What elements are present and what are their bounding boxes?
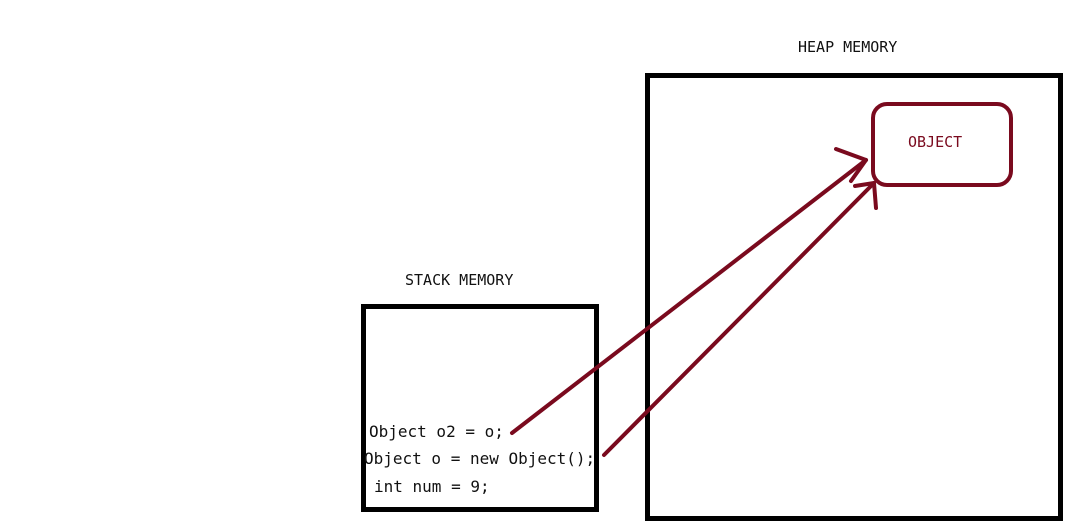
stack-code-line-o: Object o = new Object(); [364, 449, 596, 468]
heap-object-label: OBJECT [908, 133, 963, 151]
stack-code-line-num: int num = 9; [374, 477, 490, 496]
heap-memory-title: HEAP MEMORY [798, 38, 898, 56]
heap-object-box [871, 102, 1013, 187]
stack-code-line-o2: Object o2 = o; [369, 422, 504, 441]
stack-memory-title: STACK MEMORY [405, 271, 514, 289]
